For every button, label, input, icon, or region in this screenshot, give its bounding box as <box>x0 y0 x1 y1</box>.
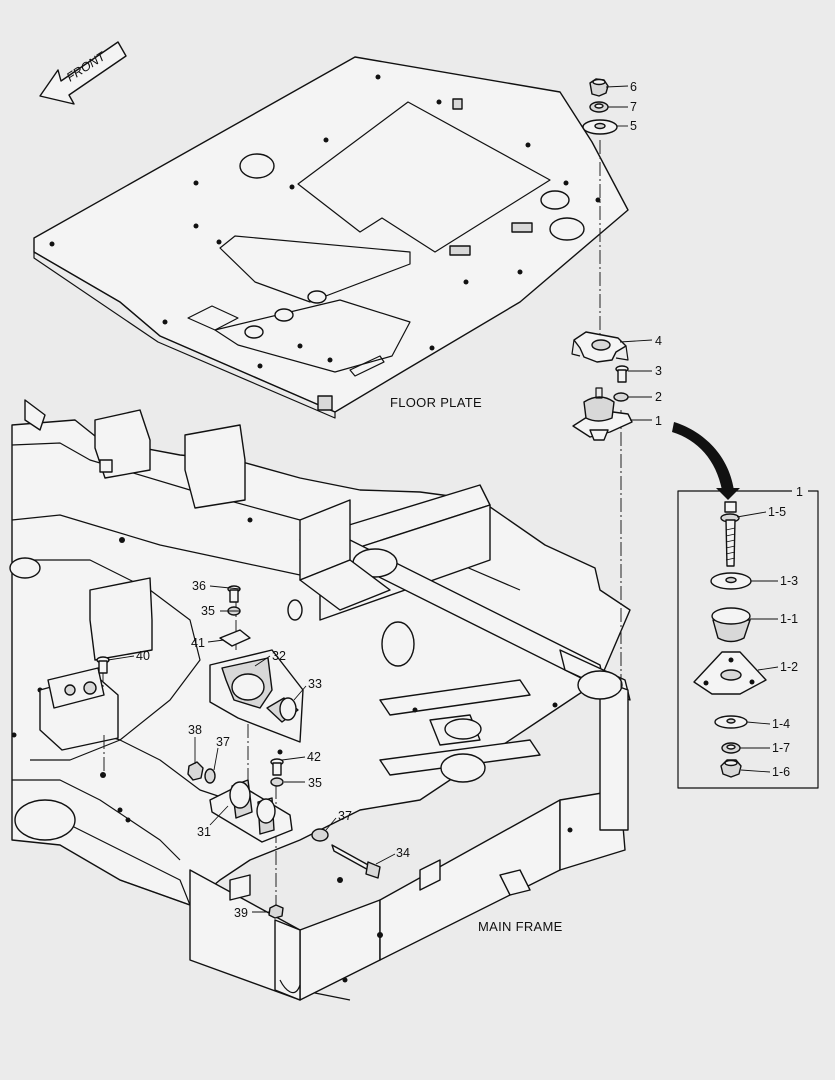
nut-part-1-6 <box>720 759 742 778</box>
mount-bracket-part-31 <box>209 779 293 843</box>
inset-panel: 1 <box>677 485 819 789</box>
mount-plate-part-1-2 <box>693 651 767 695</box>
callout-31: 31 <box>197 825 211 839</box>
nut-part-39 <box>268 904 284 919</box>
main-frame-label: MAIN FRAME <box>478 919 563 934</box>
callout-35-upper: 35 <box>201 604 215 618</box>
floor-plate-label: FLOOR PLATE <box>390 395 482 410</box>
floor-plate <box>33 56 629 419</box>
callout-35-lower: 35 <box>308 776 322 790</box>
washer-part-5 <box>582 119 618 135</box>
bolt-part-3 <box>615 365 629 383</box>
inset-callout-1-6: 1-6 <box>772 765 790 779</box>
callout-39: 39 <box>234 906 248 920</box>
callout-32: 32 <box>272 649 286 663</box>
washer-part-7 <box>589 101 609 113</box>
callout-leaders <box>107 85 653 913</box>
nut-part-6 <box>589 78 609 97</box>
rubber-cushion-part-1-1 <box>711 607 751 643</box>
callout-7: 7 <box>630 100 637 114</box>
nut-part-38 <box>187 761 204 781</box>
inset-callout-1-4: 1-4 <box>772 717 790 731</box>
bolt-part-40 <box>96 656 110 674</box>
bolt-part-42 <box>270 758 284 776</box>
inset-title: 1 <box>796 485 803 499</box>
washer-part-1-3 <box>710 572 752 590</box>
callout-40: 40 <box>136 649 150 663</box>
plate-part-41 <box>219 629 251 647</box>
inset-callout-1-1: 1-1 <box>780 612 798 626</box>
inset-pointer-arrow <box>672 422 740 500</box>
inset-leaders <box>736 511 779 773</box>
washer-part-1-7 <box>721 742 741 754</box>
main-frame <box>9 399 631 1001</box>
callout-2: 2 <box>655 390 662 404</box>
callout-36: 36 <box>192 579 206 593</box>
callout-6: 6 <box>630 80 637 94</box>
callout-37-left: 37 <box>216 735 230 749</box>
callout-41: 41 <box>191 636 205 650</box>
inset-callout-1-5: 1-5 <box>768 505 786 519</box>
stud-bolt-part-1-5 <box>720 501 740 567</box>
bushing-part-33 <box>266 697 299 723</box>
callout-42: 42 <box>307 750 321 764</box>
washer-part-35-lower <box>270 777 284 787</box>
callout-4: 4 <box>655 334 662 348</box>
callout-34: 34 <box>396 846 410 860</box>
bracket-part-4 <box>571 331 629 363</box>
bolt-part-34 <box>331 844 381 879</box>
washer-part-37-right <box>311 828 329 842</box>
callout-33: 33 <box>308 677 322 691</box>
callout-numbers: 6 7 5 4 3 2 1 31 32 33 34 35 35 36 37 37… <box>136 80 662 920</box>
callout-37-right: 37 <box>338 809 352 823</box>
callout-38: 38 <box>188 723 202 737</box>
callout-1: 1 <box>655 414 662 428</box>
callout-5: 5 <box>630 119 637 133</box>
front-arrow: FRONT <box>39 41 127 105</box>
washer-part-2 <box>613 392 629 402</box>
inset-callout-1-3: 1-3 <box>780 574 798 588</box>
mount-part-1 <box>572 387 633 441</box>
washer-part-1-4 <box>714 715 748 729</box>
callout-3: 3 <box>655 364 662 378</box>
washer-part-37-left <box>204 768 216 784</box>
inset-callout-1-7: 1-7 <box>772 741 790 755</box>
inset-callout-1-2: 1-2 <box>780 660 798 674</box>
